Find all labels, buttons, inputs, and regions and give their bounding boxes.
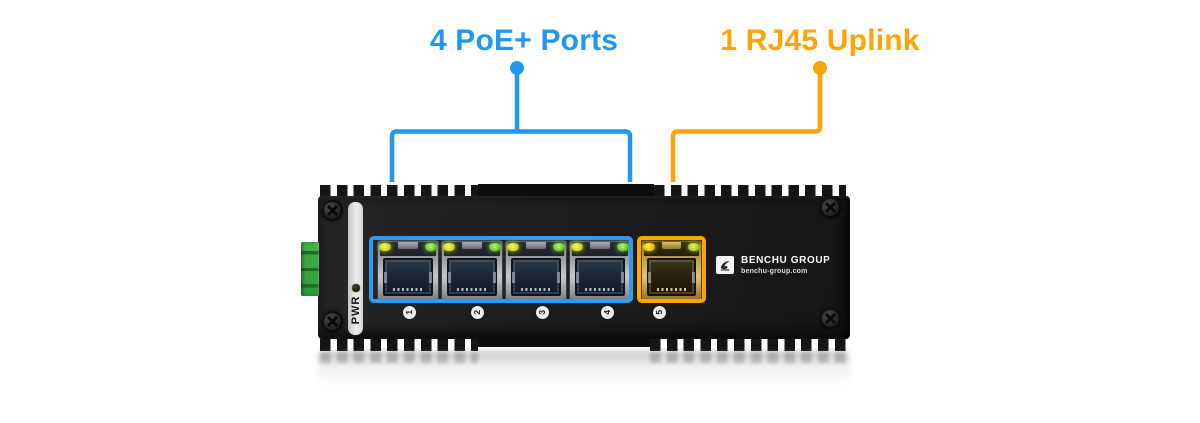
led-yellow-icon bbox=[379, 243, 391, 251]
led-bar bbox=[380, 242, 436, 256]
brand-logo-icon bbox=[716, 256, 734, 274]
reflection-fins-left bbox=[320, 352, 478, 363]
led-green-icon bbox=[617, 243, 629, 251]
port-number: 3 bbox=[537, 310, 548, 315]
led-bar bbox=[444, 242, 500, 256]
rj45-port-4 bbox=[569, 240, 631, 301]
led-yellow-icon bbox=[571, 243, 583, 251]
led-green-icon bbox=[688, 243, 700, 251]
port-number-badge: 5 bbox=[653, 306, 666, 319]
poe-callout-bracket bbox=[389, 129, 633, 182]
screw-bottom-right-icon bbox=[820, 308, 841, 329]
rj45-port-2 bbox=[441, 240, 503, 301]
reflection-shadow bbox=[318, 351, 850, 387]
led-yellow-icon bbox=[507, 243, 519, 251]
jack-pins bbox=[457, 288, 487, 291]
top-fins-left bbox=[320, 185, 478, 197]
bottom-edge-center bbox=[478, 339, 650, 347]
led-bar bbox=[508, 242, 564, 256]
port-number: 2 bbox=[472, 310, 483, 315]
led-bar bbox=[572, 242, 628, 256]
rj45-jack bbox=[511, 258, 561, 296]
port-number-badge: 4 bbox=[601, 306, 614, 319]
power-terminal-block bbox=[301, 242, 319, 296]
led-yellow-icon bbox=[643, 243, 655, 251]
brand-url: benchu-group.com bbox=[741, 268, 808, 275]
led-green-icon bbox=[553, 243, 565, 251]
screw-top-left-icon bbox=[322, 200, 343, 221]
rj45-port-3 bbox=[505, 240, 567, 301]
bottom-fins-right bbox=[650, 339, 846, 351]
top-fins-right bbox=[654, 185, 846, 197]
jack-pins bbox=[521, 288, 551, 291]
led-bar bbox=[644, 242, 699, 256]
jack-pins bbox=[393, 288, 423, 291]
jack-pins bbox=[585, 288, 615, 291]
poe-ports-label: 4 PoE+ Ports bbox=[429, 24, 619, 57]
led-green-icon bbox=[425, 243, 437, 251]
port-number-badge: 3 bbox=[536, 306, 549, 319]
port-number: 4 bbox=[602, 310, 613, 315]
rj45-jack bbox=[447, 258, 497, 296]
brand-logo-glyph bbox=[720, 261, 730, 271]
top-edge-center bbox=[478, 184, 654, 197]
led-green-icon bbox=[489, 243, 501, 251]
rj45-jack bbox=[647, 258, 696, 296]
rj45-jack bbox=[383, 258, 433, 296]
rj45-jack bbox=[575, 258, 625, 296]
reflection-fins-right bbox=[650, 352, 846, 363]
screw-bottom-left-icon bbox=[322, 311, 343, 332]
rj45-uplink-port-5 bbox=[641, 240, 702, 301]
poe-callout-dot-icon bbox=[510, 61, 524, 75]
brand-name: BENCHU GROUP bbox=[741, 255, 831, 266]
uplink-label: 1 RJ45 Uplink bbox=[720, 24, 920, 57]
port-number: 1 bbox=[404, 310, 415, 315]
port-number-badge: 2 bbox=[471, 306, 484, 319]
bottom-fins-left bbox=[320, 339, 478, 351]
led-yellow-icon bbox=[443, 243, 455, 251]
pwr-label-strip: PWR bbox=[348, 202, 363, 335]
rj45-port-1 bbox=[377, 240, 439, 301]
port-number: 5 bbox=[654, 310, 665, 315]
uplink-callout-line bbox=[670, 73, 823, 182]
port-number-badge: 1 bbox=[403, 306, 416, 319]
pwr-led-icon bbox=[351, 284, 360, 292]
pwr-label: PWR bbox=[349, 295, 362, 325]
screw-top-right-icon bbox=[820, 197, 841, 218]
uplink-callout-dot-icon bbox=[813, 61, 827, 75]
jack-pins bbox=[657, 288, 686, 291]
